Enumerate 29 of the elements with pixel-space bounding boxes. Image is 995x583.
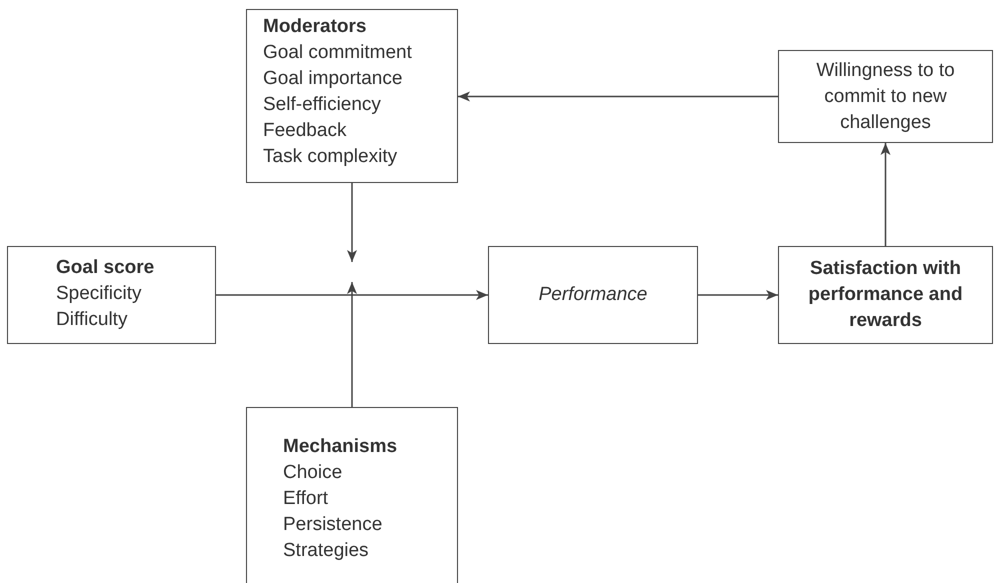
process-box: [7, 246, 216, 344]
process-box: [488, 246, 698, 344]
list-item: Persistence: [283, 513, 384, 537]
heading: Moderators: [263, 15, 368, 39]
heading: Goal score: [56, 256, 156, 280]
list-item: Goal commitment: [263, 41, 413, 65]
arrow: [458, 92, 778, 102]
process-box: [778, 50, 993, 143]
process-box: [778, 246, 993, 344]
list-item: Strategies: [283, 539, 370, 563]
moderators-box: [246, 9, 458, 183]
arrow: [880, 143, 890, 246]
list-item: Choice: [283, 461, 344, 485]
list-item: Feedback: [263, 119, 348, 143]
list-item: Specificity: [56, 282, 143, 306]
list-item: Goal importance: [263, 67, 404, 91]
mechanisms-box: [246, 407, 458, 583]
heading: Mechanisms: [283, 435, 398, 459]
list-item: Difficulty: [56, 308, 128, 332]
list-item: Task complexity: [263, 145, 398, 169]
box-label: Willingness to to commit to new challenges: [815, 58, 956, 134]
arrow: [698, 290, 778, 300]
arrow: [347, 183, 357, 262]
box-label: Performance: [538, 283, 648, 307]
list-item: Self-efficiency: [263, 93, 382, 117]
list-item: Effort: [283, 487, 330, 511]
arrow: [347, 282, 357, 407]
box-label: Satisfaction with performance and rewards: [807, 257, 964, 333]
arrow: [216, 290, 488, 300]
